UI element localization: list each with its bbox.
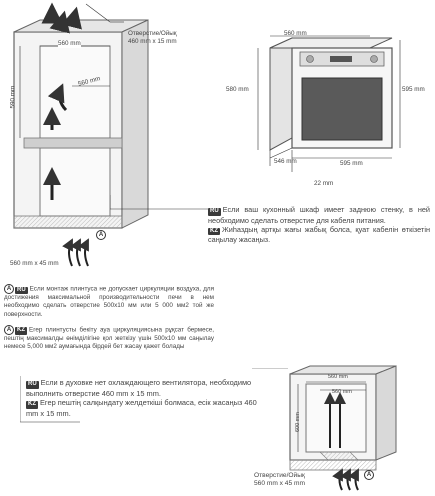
inflow-arrow: [78, 238, 89, 267]
kz-tag: KZ: [26, 401, 38, 409]
inflow-arrow: [62, 238, 73, 267]
plinth-marker-ru: A: [4, 284, 14, 294]
fan-note-ru-text: Если в духовке нет охлаждающего вентилят…: [26, 378, 252, 398]
inflow-arrow: [340, 468, 351, 491]
shelf: [23, 137, 123, 149]
plinth-note-kz-text: Егер плинтусты бекіту ауа циркуляциясына…: [4, 326, 214, 351]
base-dim-width-top: 560 mm: [328, 374, 348, 380]
oven-knob: [306, 55, 314, 63]
oven-dim-height-right: 595 mm: [402, 86, 425, 93]
dim-bottom-opening: 560 mm x 45 mm: [10, 260, 59, 267]
base-opening-label: Отверстие/Ойық 560 mm x 45 mm: [254, 472, 305, 488]
oven-dim-height-left: 580 mm: [226, 86, 249, 93]
cabinet-right-side: [121, 19, 149, 229]
plinth-marker-kz: A: [4, 324, 14, 335]
airflow-arrow: [61, 6, 82, 30]
power-note-leader: [110, 195, 208, 210]
oven-dim-width-top: 560 mm: [284, 30, 307, 37]
base-cabinet-diagram: [289, 365, 397, 491]
opening-label-line-2: 460 mm x 15 mm: [128, 38, 177, 46]
opening-label-line-1: Отверстие/Ойық: [128, 30, 177, 37]
base-dim-width-inner: 560 mm: [332, 389, 352, 395]
oven-display: [330, 56, 352, 62]
kz-tag: KZ: [15, 327, 27, 335]
fan-note-kz-text: Егер пештің салқындату желдеткіші болмас…: [26, 398, 257, 418]
dim-height-side: 590 mm: [9, 85, 17, 109]
airflow-arrow: [49, 10, 70, 34]
marker-a: A: [96, 226, 107, 244]
oven-dim-offset: 22 mm: [314, 180, 334, 187]
oven-side: [269, 37, 293, 151]
opening-label: Отверстие/Ойық 460 mm x 15 mm: [128, 30, 177, 46]
base-opening-label-line-2: 560 mm x 45 mm: [254, 480, 305, 488]
plinth-note-ru-text: Если монтаж плинтуса не допускает циркул…: [4, 285, 214, 318]
power-note-ru-text: Если ваш кухонный шкаф имеет заднюю стен…: [208, 205, 430, 225]
base-marker-a-circle: A: [364, 469, 374, 480]
ru-tag: RU: [15, 286, 28, 295]
cabinet-right-side: [375, 365, 397, 461]
fan-note-leader: [20, 368, 288, 423]
tall-cabinet-diagram: [13, 2, 149, 267]
base-marker-a: A: [364, 466, 375, 484]
oven-knob: [370, 55, 378, 63]
plinth: [13, 215, 123, 229]
ru-tag: RU: [208, 208, 221, 216]
ru-tag: RU: [26, 381, 39, 389]
bottom-opening: [319, 451, 359, 461]
oven-top: [269, 37, 393, 49]
oven-dim-depth: 546 mm: [274, 158, 297, 165]
dim-width-top: 560 mm: [58, 40, 81, 49]
airflow-arrow: [47, 83, 68, 112]
power-note-kz-text: Жиһаздың артқы жағы жабық болса, қуат ка…: [208, 224, 430, 245]
inflow-arrow: [70, 238, 81, 267]
inflow-arrow: [348, 468, 359, 491]
inflow-arrow: [332, 468, 343, 491]
marker-a-circle: A: [96, 229, 106, 240]
oven-dim-width-bottom: 595 mm: [340, 160, 363, 167]
base-opening-label-line-1: Отверстие/Ойық: [254, 472, 305, 479]
oven-dimensions-diagram: [257, 35, 401, 172]
kz-tag: KZ: [208, 227, 220, 236]
oven-window: [301, 77, 383, 141]
base-dim-height: 600 mm: [294, 412, 301, 433]
